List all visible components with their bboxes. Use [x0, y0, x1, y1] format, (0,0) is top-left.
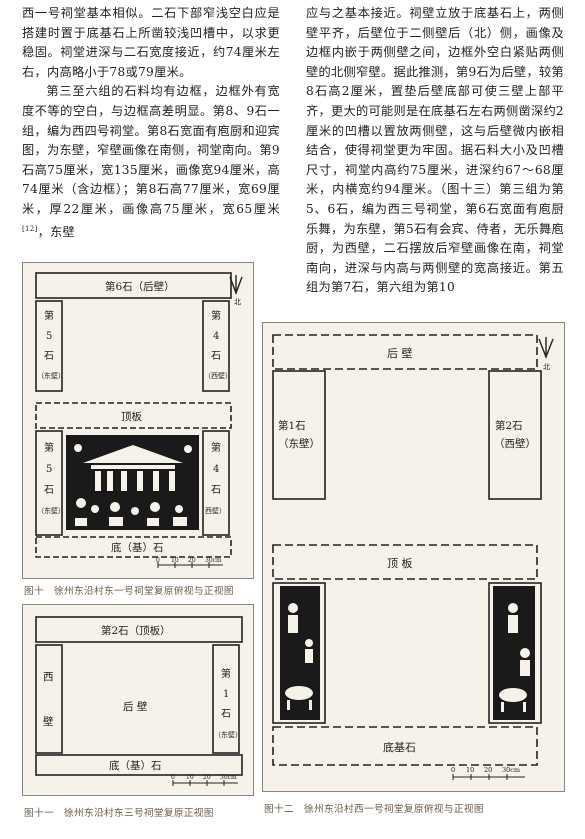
fig12-left-front [272, 582, 326, 724]
right-paragraph-1: 应与之基本接近。祠壁立放于底基石上，两侧壁平齐，后壁位于二侧壁后（北）侧，画像及… [306, 6, 564, 295]
fig10-top-label: 第6石（后壁） [105, 280, 175, 293]
fig10-back-stone [35, 272, 232, 299]
fig10-left-front-3: 石 [44, 485, 54, 496]
fig11-west-label-1: 西 [43, 671, 54, 683]
figure-12-drawing: 北 后 壁 第1石 （东壁） 第2石 （西壁） 顶 板 底基石 0 10 20 … [272, 334, 554, 780]
left-paragraph-1: 西一号祠堂基本相似。二石下部窄浅空白应是搭建时置于底基石上所凿较浅凹槽中，以求更… [22, 6, 280, 79]
figure-12: 北 后 壁 第1石 （东壁） 第2石 （西壁） 顶 板 底基石 0 10 20 … [262, 322, 565, 792]
fig12-left-label-2: （东壁） [278, 437, 320, 450]
fig10-north-arrow-icon: 北 [229, 275, 243, 306]
left-text-column: 西一号祠堂基本相似。二石下部窄浅空白应是搭建时置于底基石上所凿较浅凹槽中，以求更… [22, 4, 280, 242]
left-paragraph-2: 第三至六组的石料均有边框，边框外有宽度不等的空白，与边框高差明显。第8、9石一组… [22, 82, 280, 242]
fig12-roof [272, 544, 538, 580]
fig10-left-front-2: 5 [46, 464, 52, 475]
fig10-right-front-1: 第 [211, 441, 221, 454]
fig11-base [35, 754, 243, 776]
figure-11-caption-text: 徐州东沿村东三号祠堂复原正视图 [63, 808, 214, 819]
figure-11-caption: 图十一徐州东沿村东三号祠堂复原正视图 [24, 805, 214, 819]
figure-10-caption-number: 图十 [24, 586, 44, 597]
fig12-roof-label: 顶 板 [387, 556, 413, 570]
footnote-ref: [12] [22, 224, 38, 233]
fig12-right-stone [488, 370, 542, 500]
fig11-west-label-2: 壁 [43, 715, 54, 728]
fig12-scale-bar: 0 10 20 30cm [451, 766, 525, 780]
fig10-left-front-1: 第 [44, 441, 54, 454]
fig12-back-wall [272, 334, 538, 370]
fig10-right-front-3: 石 [211, 485, 221, 496]
fig11-east-wall [212, 644, 240, 754]
fig10-scale-20: 20 [188, 557, 196, 564]
fig10-left-front-4: （东壁） [37, 506, 65, 515]
figure-10: 北 第6石（后壁） 第 5 石 （东壁） 第 4 石 （西壁） 顶板 第 5 石… [22, 262, 254, 579]
left-paragraph-2-tail: ，东壁 [37, 224, 76, 239]
fig10-left-top-2: 5 [46, 331, 52, 342]
fig12-north-arrow-icon: 北 [538, 337, 554, 371]
fig11-east-label-3: 石 [221, 709, 231, 720]
fig10-left-top-1: 第 [44, 309, 54, 322]
fig10-left-top-4: （东壁） [37, 371, 65, 380]
fig12-scale-10: 10 [466, 766, 474, 774]
fig11-west-wall [35, 644, 63, 754]
fig11-scale-bar: 0 10 20 30cm [171, 774, 238, 786]
fig11-base-label: 底（基）石 [109, 759, 162, 772]
fig11-scale-30: 30cm [220, 774, 237, 781]
figure-12-caption-number: 图十二 [264, 804, 294, 815]
fig10-scale-bar: 0 10 20 30cm [156, 557, 223, 568]
fig10-right-stone [202, 300, 230, 392]
fig11-east-label-1: 第 [221, 667, 231, 680]
fig10-roof-dashed [35, 402, 232, 429]
fig10-left-stone [35, 300, 63, 392]
fig11-scale-0: 0 [171, 774, 175, 781]
fig10-right-top-4: （西壁） [204, 371, 232, 380]
right-text-column: 应与之基本接近。祠壁立放于底基石上，两侧壁平齐，后壁位于二侧壁后（北）侧，画像及… [306, 4, 564, 298]
figure-12-caption: 图十二徐州东沿村西一号祠堂复原俯视与正视图 [264, 801, 484, 815]
figure-11: 第2石（顶板） 西 壁 后 壁 第 1 石 （东壁） 底（基）石 0 10 20… [22, 604, 254, 796]
fig12-base [272, 726, 538, 766]
fig10-right-top-1: 第 [211, 309, 221, 322]
fig12-base-label: 底基石 [383, 740, 416, 754]
fig12-right-front [488, 582, 542, 724]
fig10-roof-label: 顶板 [121, 410, 142, 423]
fig10-right-front [202, 430, 230, 536]
figure-10-drawing: 北 第6石（后壁） 第 5 石 （东壁） 第 4 石 （西壁） 顶板 第 5 石… [35, 272, 243, 568]
fig10-scale-10: 10 [171, 557, 179, 564]
fig10-base-dashed [35, 536, 232, 558]
fig12-relief-figures [285, 603, 530, 712]
fig10-left-top-3: 石 [44, 351, 54, 362]
fig11-back-label: 后 壁 [123, 700, 148, 713]
figure-11-drawing: 第2石（顶板） 西 壁 后 壁 第 1 石 （东壁） 底（基）石 0 10 20… [35, 616, 243, 786]
fig12-right-label-2: （西壁） [494, 437, 536, 450]
fig10-relief-figures [74, 444, 192, 526]
fig12-back-label: 后 壁 [387, 346, 413, 360]
fig11-scale-10: 10 [186, 774, 194, 781]
fig10-right-front-4: 西壁） [205, 506, 226, 515]
fig11-east-label-2: 1 [223, 689, 229, 700]
fig11-scale-20: 20 [203, 774, 211, 781]
figure-12-caption-text: 徐州东沿村西一号祠堂复原俯视与正视图 [303, 804, 484, 815]
fig10-right-top-3: 石 [211, 351, 221, 362]
fig10-left-front [35, 430, 63, 536]
fig11-roof [35, 616, 243, 643]
fig12-left-label-1: 第1石 [278, 419, 306, 432]
fig12-scale-20: 20 [484, 766, 492, 774]
figure-10-caption-text: 徐州东沿村东一号祠堂复原俯视与正视图 [54, 586, 234, 597]
left-paragraph-2-text: 第三至六组的石料均有边框，边框外有宽度不等的空白，与边框高差明显。第8、9石一组… [22, 84, 280, 216]
fig10-scale-0: 0 [156, 557, 160, 564]
fig10-north-label: 北 [234, 298, 241, 306]
fig10-right-front-2: 4 [213, 464, 219, 475]
fig11-east-label-4: （东壁） [214, 730, 242, 739]
fig10-base-label: 底（基）石 [111, 541, 164, 554]
figure-10-caption: 图十徐州东沿村东一号祠堂复原俯视与正视图 [24, 583, 234, 597]
fig12-scale-0: 0 [451, 766, 455, 774]
figure-11-caption-number: 图十一 [24, 808, 54, 819]
fig11-roof-label: 第2石（顶板） [101, 624, 171, 637]
fig12-left-stone [272, 370, 326, 500]
fig10-right-top-2: 4 [213, 331, 219, 342]
fig12-scale-30: 30cm [502, 766, 520, 774]
fig12-north-label: 北 [543, 363, 550, 371]
fig12-right-label-1: 第2石 [495, 419, 523, 432]
fig10-scale-30: 30cm [205, 557, 222, 564]
